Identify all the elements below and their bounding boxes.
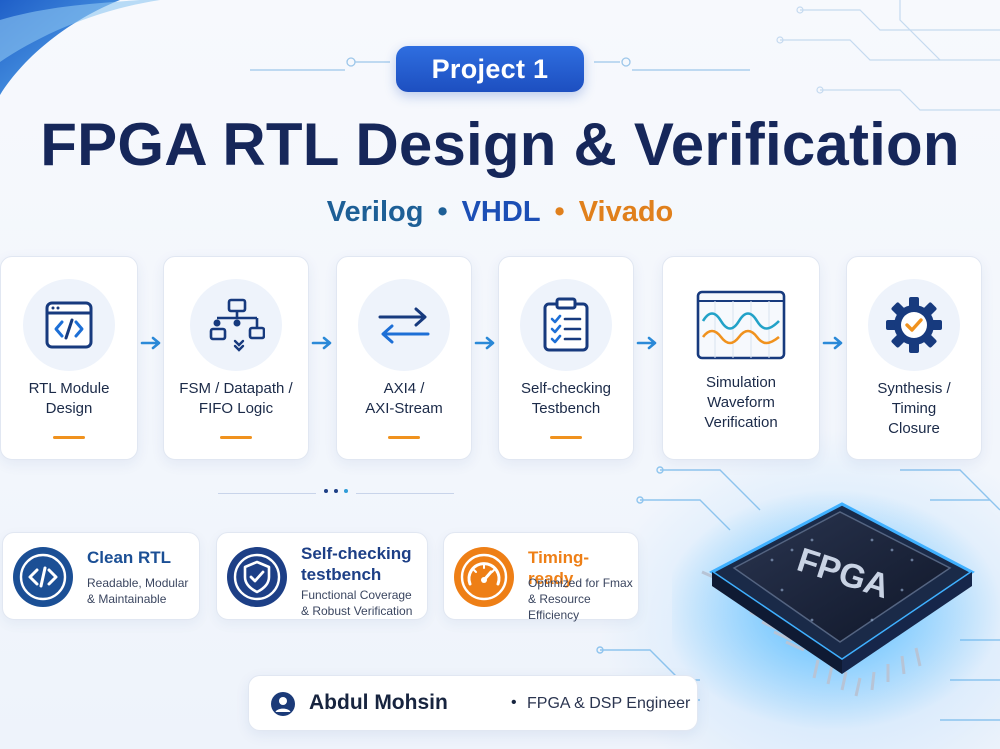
step-label: Self-checking [520,380,612,397]
accent-underline [388,436,420,439]
feature-description: Readable, Modular [87,576,189,590]
speedometer-icon [460,553,508,601]
step-label: Simulation [705,374,777,391]
feature-name: testbench [301,565,382,584]
flow-step-synthesis: Synthesis / Timing Closure [846,256,982,460]
accent-underline [220,436,252,439]
author-role: FPGA & DSP Engineer [527,695,691,712]
step-label: Verification [704,414,778,431]
step-label: FIFO Logic [198,400,274,417]
fpga-chip-graphic: FPGA [662,460,1000,749]
divider [356,493,454,494]
flow-step-simulation: Simulation Waveform Verification [662,256,820,460]
step-label: Synthesis / [877,380,951,397]
step-label: AXI-Stream [365,400,443,417]
feature-description: & Maintainable [87,592,167,606]
tech-vivado: Vivado [578,196,674,228]
bidirectional-arrows-icon [378,307,430,344]
waveform-monitor-icon [696,290,786,360]
author-card: Abdul Mohsin • FPGA & DSP Engineer [248,675,698,731]
feature-description: Functional Coverage [301,588,412,602]
step-label: Waveform [707,394,775,411]
tech-subtitle: Verilog • VHDL • Vivado [0,196,1000,229]
feature-description: & Robust Verification [301,604,413,618]
step-label: Timing [891,400,937,417]
flow-arrow [820,332,846,354]
arrow-right-icon [311,336,332,350]
divider-dots [324,489,348,493]
state-diagram-icon [209,298,265,352]
shield-check-icon [233,553,281,601]
flow-arrow [309,332,335,354]
flow-step-axi4: AXI4 / AXI-Stream [336,256,472,460]
tech-vhdl: VHDL [461,196,541,228]
accent-underline [53,436,85,439]
step-label: RTL Module [28,380,110,397]
feature-name: Timing-ready [528,548,590,588]
code-brackets-icon [19,553,67,601]
author-separator: • [511,694,517,711]
author-name: Abdul Mohsin [309,691,448,714]
chip-illustration: FPGA [662,490,1000,730]
feature-clean-rtl: Clean RTL Readable, Modular & Maintainab… [2,532,200,620]
arrow-right-icon [474,336,495,350]
arrow-right-icon [140,336,161,350]
arrow-right-icon [636,336,657,350]
arrow-right-icon [822,336,843,350]
page-title: FPGA RTL Design & Verification [40,111,960,178]
feature-description: & Resource Efficiency [528,592,591,622]
flow-arrow [472,332,498,354]
gear-check-icon [886,297,942,353]
user-avatar-icon [271,692,295,716]
divider [218,493,316,494]
step-label: FSM / Datapath / [179,380,293,397]
code-file-icon [45,301,93,349]
flow-arrow [138,332,164,354]
step-label: Design [45,400,93,417]
checklist-clipboard-icon [543,297,589,352]
feature-name: Clean RTL [87,548,172,567]
feature-description: Optimized for Fmax [528,576,633,590]
feature-self-checking: Self-checking testbench Functional Cover… [216,532,428,620]
step-label: Closure [888,420,940,437]
subtitle-separator: • [437,196,448,228]
tech-verilog: Verilog [326,196,424,228]
subtitle-separator: • [554,196,565,228]
accent-underline [550,436,582,439]
flow-step-rtl-module: RTL Module Design [0,256,138,460]
step-label: Testbench [531,400,601,417]
flow-step-fsm-datapath: FSM / Datapath / FIFO Logic [163,256,309,460]
project-badge: Project 1 [396,46,584,92]
feature-name: Self-checking [301,544,412,563]
step-label: AXI4 / [383,380,425,397]
feature-timing-ready: Timing-ready Optimized for Fmax & Resour… [443,532,639,622]
flow-step-testbench: Self-checking Testbench [498,256,634,460]
flow-arrow [634,332,660,354]
